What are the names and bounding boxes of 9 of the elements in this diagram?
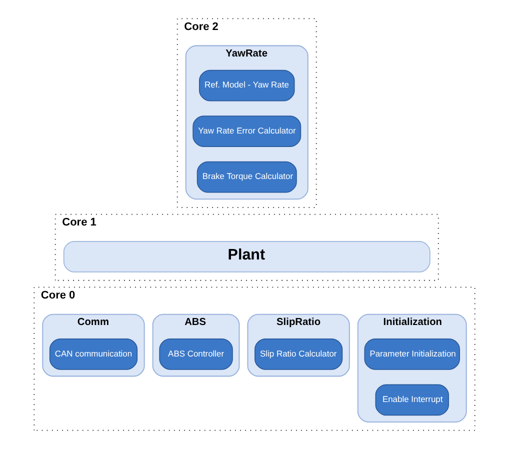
node-box: CAN communication [49,338,138,370]
node-box: Slip Ratio Calculator [254,338,343,370]
node-box: Yaw Rate Error Calculator [192,116,302,147]
node-box: Enable Interrupt [375,384,449,416]
node-box: Ref. Model - Yaw Rate [199,70,295,102]
node-box: Brake Torque Calculator [196,161,297,193]
node-box: Plant [63,241,430,272]
node-box: Parameter Initialization [364,338,460,370]
node-box: ABS Controller [159,338,233,370]
